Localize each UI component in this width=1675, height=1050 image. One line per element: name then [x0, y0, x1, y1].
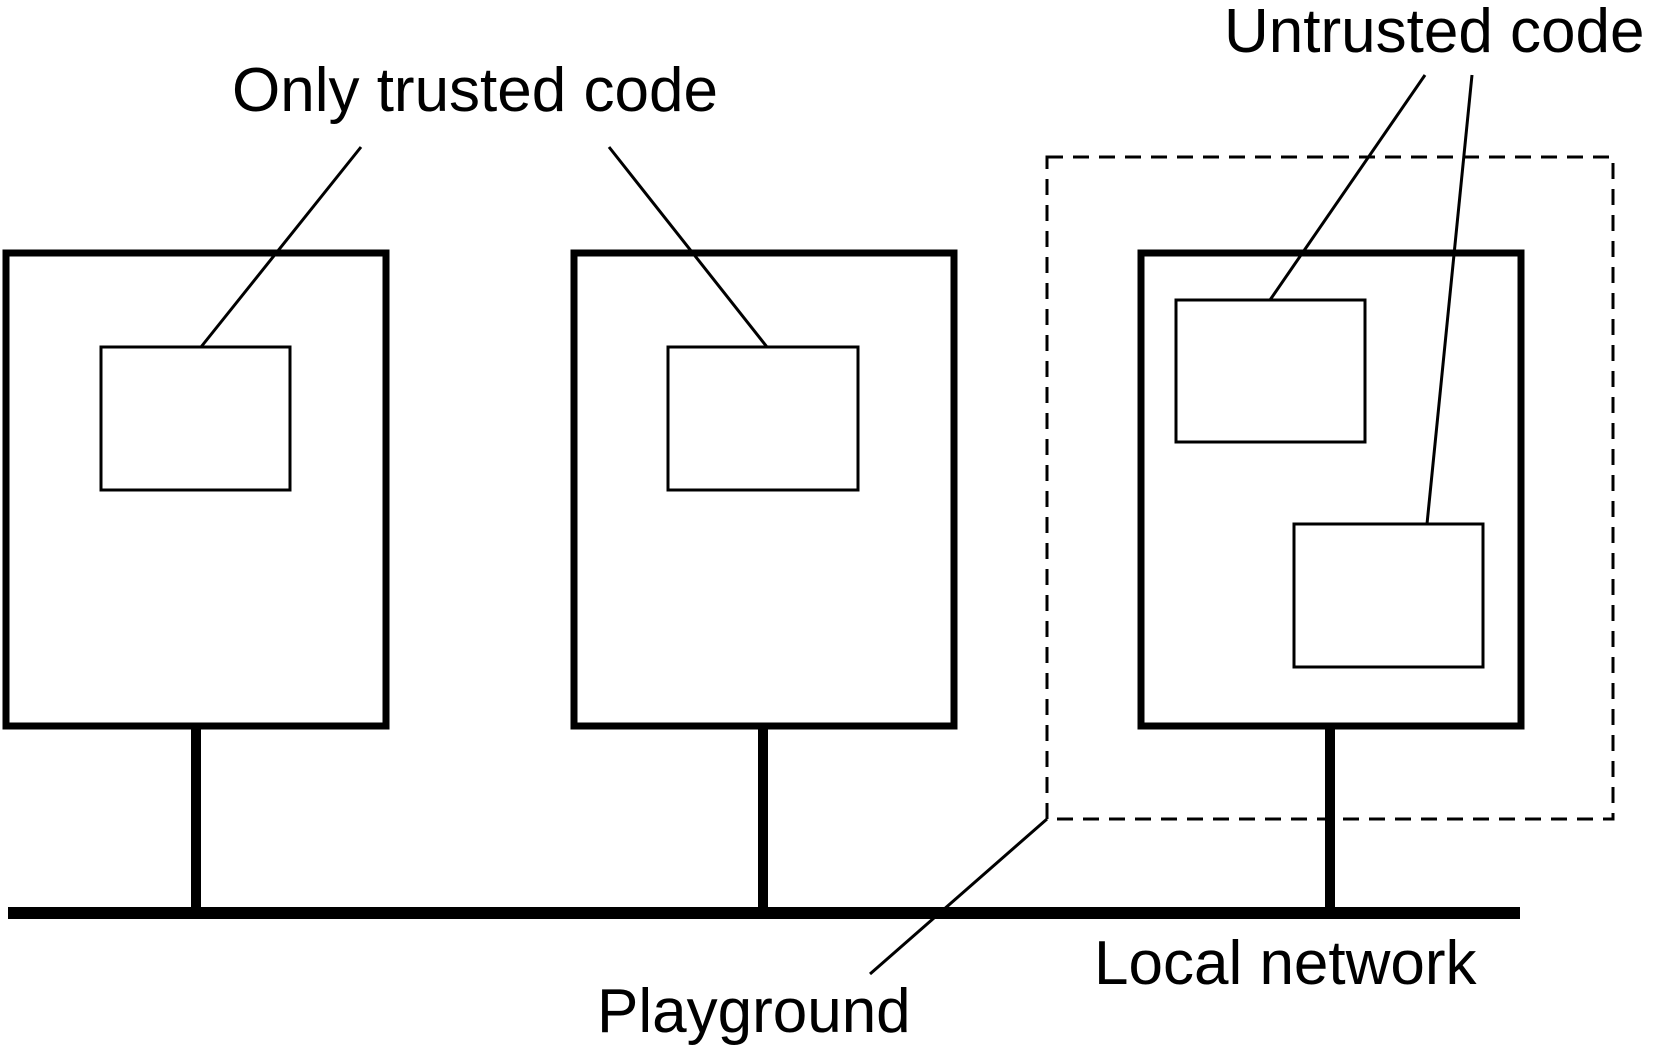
machine-2	[570, 249, 958, 730]
label-local-network: Local network	[1094, 929, 1478, 998]
machine-3-process-b	[1292, 522, 1485, 669]
label-only-trusted-code: Only trusted code	[232, 56, 718, 125]
label-untrusted-code: Untrusted code	[1224, 0, 1644, 66]
machine-3	[1137, 249, 1525, 730]
machine-1	[2, 249, 390, 730]
machine-2-process	[666, 345, 860, 492]
machine-1-process	[99, 345, 292, 492]
playground-leader	[869, 817, 1048, 976]
machine-3-process-a	[1174, 298, 1367, 444]
trusted-leader-2	[607, 146, 769, 348]
untrusted-leader-1	[1268, 74, 1427, 301]
untrusted-leader-2	[1425, 74, 1474, 525]
label-playground: Playground	[597, 977, 911, 1046]
trusted-leader-1	[199, 146, 363, 348]
